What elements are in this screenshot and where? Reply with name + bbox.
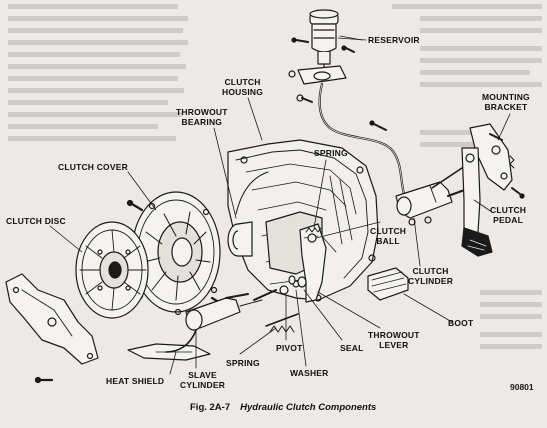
clutch-disc-part: [75, 221, 149, 319]
label-pivot: PIVOT: [276, 343, 303, 353]
boot-part: [367, 267, 409, 301]
reservoir-bracket: [288, 65, 347, 103]
pushrod-part: [253, 289, 299, 333]
slave-cylinder-part: [185, 293, 263, 331]
label-spring-bottom: SPRING: [226, 358, 260, 368]
label-clutch-cylinder: CLUTCH CYLINDER: [408, 266, 454, 286]
washer-seal-part: [288, 275, 307, 288]
label-heat-shield: HEAT SHIELD: [106, 376, 165, 386]
label-mounting-bracket: MOUNTING BRACKET: [482, 92, 530, 112]
label-boot: BOOT: [448, 318, 474, 328]
inspection-plate-part: [5, 273, 99, 365]
leader-lines: [49, 35, 511, 375]
clutch-cylinder-part: [395, 181, 471, 226]
label-washer: WASHER: [290, 368, 329, 378]
housing-spring-part: [305, 227, 322, 243]
clutch-cover-part: [131, 191, 221, 316]
label-clutch-disc: CLUTCH DISC: [6, 216, 66, 226]
slave-line: [165, 329, 197, 353]
pedal-spring-bolt: [489, 133, 525, 199]
label-slave-cylinder: SLAVE CYLINDER: [180, 370, 226, 390]
label-clutch-housing: CLUTCH HOUSING: [222, 77, 264, 97]
figure-number: Fig. 2A-7: [190, 402, 231, 413]
label-throwout-bearing: THROWOUT BEARING: [176, 107, 228, 127]
label-clutch-ball: CLUTCH BALL: [370, 226, 407, 246]
label-throwout-lever: THROWOUT LEVER: [368, 330, 420, 350]
label-seal: SEAL: [340, 343, 364, 353]
hose-clip-bolt: [369, 120, 387, 131]
figure-title: Hydraulic Clutch Components: [240, 402, 377, 413]
plate-bolt: [34, 376, 54, 384]
throwout-bearing-part: [227, 221, 253, 257]
label-reservoir: RESERVOIR: [368, 35, 420, 45]
label-clutch-pedal: CLUTCH PEDAL: [490, 205, 527, 225]
label-spring-top: SPRING: [314, 148, 348, 158]
clutch-pedal-part: [431, 147, 493, 257]
clutch-housing-part: [227, 139, 379, 302]
figure-caption: Fig. 2A-7 Hydraulic Clutch Components: [190, 402, 376, 413]
label-clutch-cover: CLUTCH COVER: [58, 162, 128, 172]
figure-code: 90801: [510, 382, 534, 392]
reservoir-bolts: [291, 37, 355, 53]
reservoir-hose: [318, 82, 406, 196]
